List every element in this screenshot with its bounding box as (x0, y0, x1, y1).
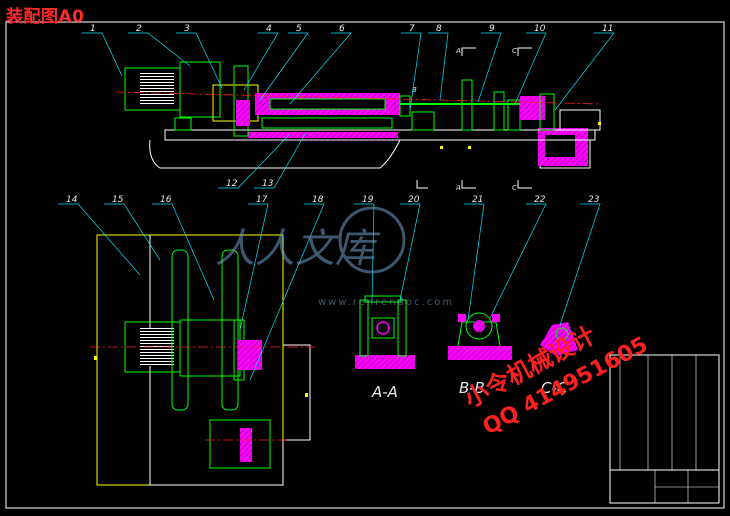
section-c-c-label: C-C (541, 379, 568, 397)
main-center-line (114, 91, 601, 105)
part-number-19: 19 (362, 195, 374, 205)
part-number-20: 20 (408, 195, 420, 205)
foundation-outline (149, 139, 591, 169)
leader-line-8 (428, 32, 449, 101)
section-a-a: A-A (355, 295, 415, 401)
leader-line-14 (58, 203, 141, 276)
part-number-18: 18 (312, 195, 324, 205)
motor-flange (179, 61, 221, 118)
part-number-22: 22 (534, 195, 546, 205)
part-number-10: 10 (534, 24, 546, 34)
leader-line-16 (152, 203, 215, 301)
cut-marker-a-bottom: A (455, 184, 461, 192)
leader-lines (58, 32, 615, 381)
leader-line-21 (464, 203, 485, 321)
title-block (609, 354, 720, 504)
cut-marker-c-top: C (512, 47, 517, 55)
part-number-13: 13 (262, 179, 274, 189)
part-number-17: 17 (256, 195, 268, 205)
leader-line-4 (243, 32, 279, 91)
part-number-6: 6 (339, 24, 345, 34)
leader-line-15 (104, 203, 161, 261)
part-number-23: 23 (588, 195, 600, 205)
plan-pulley-section (238, 340, 262, 370)
cut-marker-a-top: A (455, 47, 461, 55)
cut-marker-c-bottom: C (512, 184, 517, 192)
cut-line-c-top (517, 47, 532, 56)
leader-line-17 (239, 203, 269, 331)
leader-line-11 (554, 32, 615, 111)
plan-belt-right (221, 249, 239, 411)
leader-line-19 (354, 203, 375, 303)
section-b-b-label: B-B (459, 379, 485, 397)
leader-line-2 (128, 32, 191, 67)
leader-line-7 (401, 32, 422, 111)
section-c-c: C-C (540, 322, 578, 397)
base-rail (164, 129, 596, 141)
leader-line-23 (559, 203, 601, 326)
part-number-12: 12 (226, 179, 238, 189)
part-number-11: 11 (602, 24, 613, 34)
leader-line-6 (289, 32, 352, 105)
leader-line-5 (259, 32, 309, 101)
part-number-3: 3 (184, 24, 190, 34)
leader-line-3 (176, 32, 223, 89)
watermark: 人人文库 www.renrendoc.com (215, 206, 454, 308)
plan-belt-left (171, 249, 189, 411)
part-number-4: 4 (266, 24, 272, 34)
watermark-logo-text: 人人文库 (215, 226, 381, 272)
plan-gear (209, 419, 271, 469)
watermark-site-text: www.renrendoc.com (318, 297, 454, 308)
motor-fins (140, 73, 174, 105)
leader-line-1 (82, 32, 123, 77)
cut-line-c-bottom (517, 180, 532, 189)
leader-line-18 (249, 203, 325, 381)
cut-line-a-top (461, 47, 476, 56)
leader-line-22 (489, 203, 547, 319)
part-number-7: 7 (409, 24, 415, 34)
part-number-8: 8 (436, 24, 442, 34)
leader-line-9 (477, 32, 502, 103)
drawing-frame (5, 21, 725, 509)
part-number-1: 1 (90, 24, 96, 34)
leader-line-10 (514, 32, 547, 105)
cut-line-a-bottom (461, 180, 476, 189)
cut-marker-b: B (412, 86, 417, 94)
drawing-title: 装配图A0 (6, 7, 85, 27)
section-b-b: B-B (448, 312, 512, 397)
leader-line-20 (399, 203, 421, 301)
right-end-housing (520, 96, 545, 120)
base-hatch (248, 132, 398, 138)
section-a-a-label: A-A (371, 383, 398, 401)
part-number-5: 5 (296, 24, 302, 34)
main-elevation-view: A A B C C (114, 47, 601, 192)
watermark-logo-icon (338, 206, 406, 274)
support-post-b (493, 91, 505, 131)
part-number-9: 9 (489, 24, 495, 34)
part-number-15: 15 (112, 195, 124, 205)
leader-line-13 (254, 133, 306, 189)
author-stamp: 小令机械设计 QQ 414951605 (460, 321, 652, 440)
part-number-16: 16 (160, 195, 172, 205)
part-number-21: 21 (472, 195, 483, 205)
plan-view (90, 234, 315, 486)
leader-line-12 (218, 133, 291, 189)
part-number-2: 2 (136, 24, 142, 34)
part-number-14: 14 (66, 195, 78, 205)
support-post-a (461, 79, 473, 131)
